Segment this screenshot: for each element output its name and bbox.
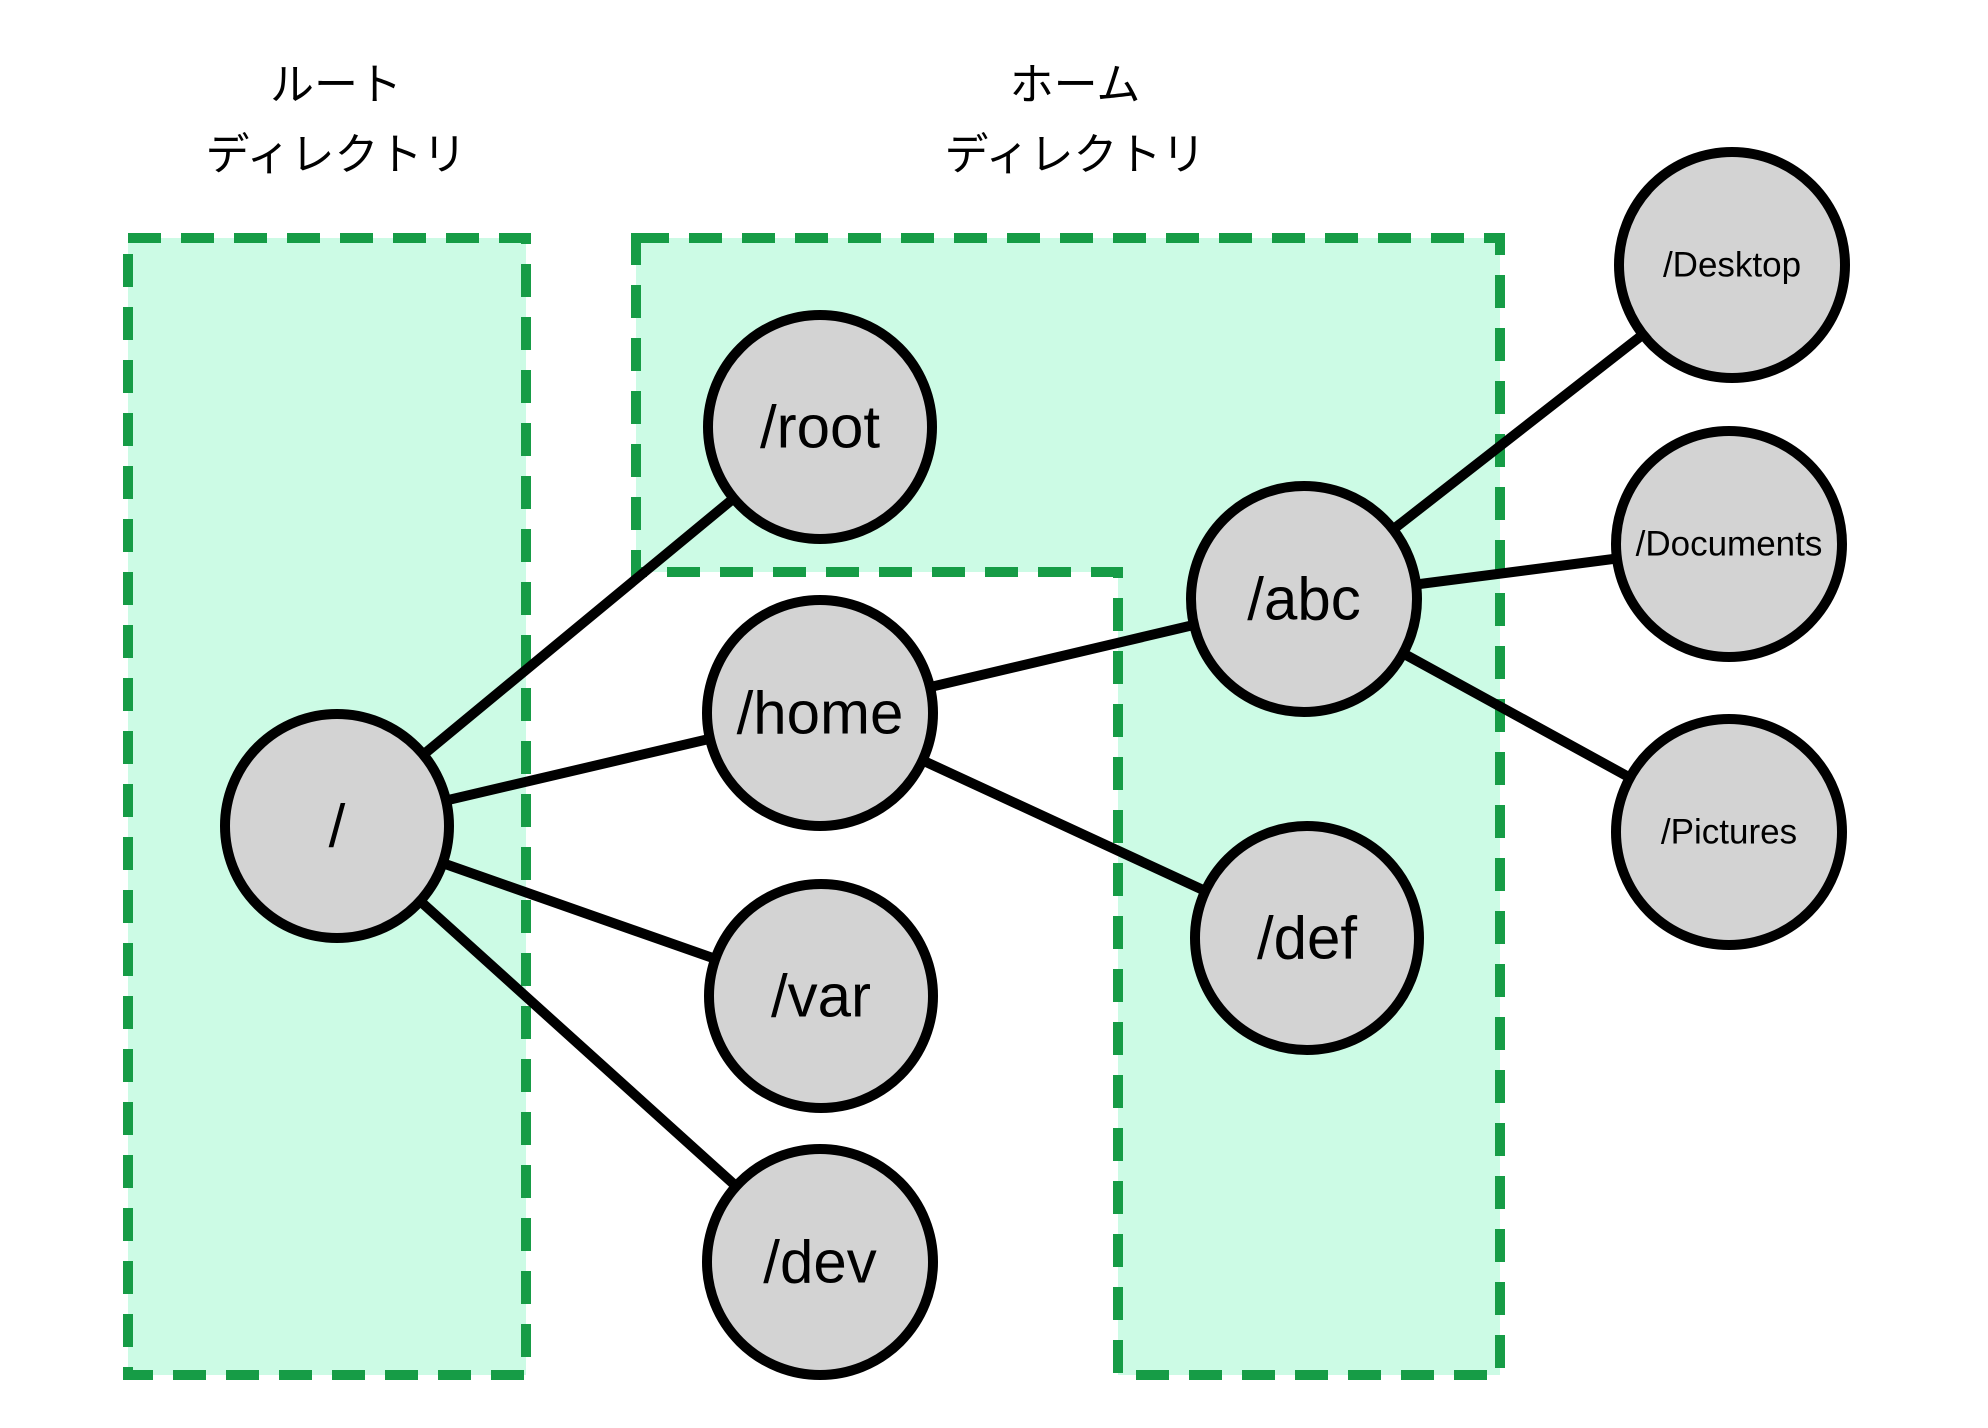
node-root-circle — [703, 310, 937, 544]
node-def-circle — [1190, 821, 1424, 1055]
node-desktop-label: /Desktop — [1663, 246, 1801, 285]
node-dev: /dev — [702, 1144, 938, 1380]
node-def-label: /def — [1257, 905, 1357, 972]
node-home-label: /home — [737, 680, 904, 747]
node-abc: /abc — [1186, 481, 1422, 717]
node-pictures-circle — [1611, 714, 1847, 950]
root-region-title-line1: ルート — [270, 61, 402, 110]
node-pictures: /Pictures — [1611, 714, 1847, 950]
node-desktop: /Desktop — [1614, 147, 1850, 383]
node-var-label: /var — [771, 963, 871, 1030]
node-fs-root-circle — [220, 709, 454, 943]
node-desktop-circle — [1614, 147, 1850, 383]
nodes: / /root /home /var /dev /abc — [220, 147, 1850, 1380]
node-abc-circle — [1186, 481, 1422, 717]
root-region-title-line2: ディレクトリ — [206, 131, 467, 180]
node-root: /root — [703, 310, 937, 544]
node-home-circle — [702, 595, 938, 831]
node-home: /home — [702, 595, 938, 831]
node-abc-label: /abc — [1247, 566, 1360, 633]
node-fs-root-label: / — [329, 793, 346, 860]
home-region-title-line2: ディレクトリ — [945, 131, 1206, 180]
node-dev-label: /dev — [763, 1229, 876, 1296]
node-documents-circle — [1611, 426, 1847, 662]
node-root-label: /root — [760, 394, 880, 461]
node-documents: /Documents — [1611, 426, 1847, 662]
home-region-title-line1: ホーム — [1010, 61, 1141, 110]
node-fs-root: / — [220, 709, 454, 943]
region-headers: ルート ディレクトリ ホーム ディレクトリ — [206, 61, 1206, 180]
node-def: /def — [1190, 821, 1424, 1055]
node-var-circle — [704, 879, 938, 1113]
node-dev-circle — [702, 1144, 938, 1380]
node-var: /var — [704, 879, 938, 1113]
node-pictures-label: /Pictures — [1661, 813, 1797, 852]
node-documents-label: /Documents — [1636, 525, 1823, 564]
